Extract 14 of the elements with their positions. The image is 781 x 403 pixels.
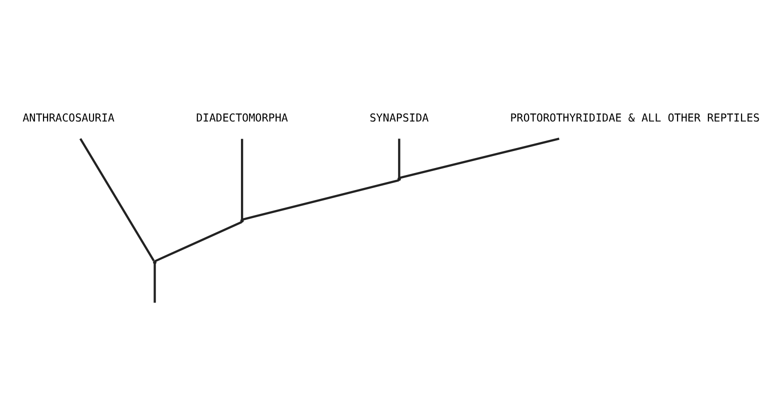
node-text: ANTHRACOSAURIA xyxy=(22,112,114,125)
connector xyxy=(399,138,559,179)
connector xyxy=(78,138,154,262)
node-text: SYNAPSIDA xyxy=(369,112,428,125)
node-text: DIADECTOMORPHA xyxy=(196,112,288,125)
node-text: PROTOROTHYRIDIDAE & ALL OTHER REPTILES xyxy=(510,112,760,125)
connector xyxy=(242,179,399,221)
connector xyxy=(154,220,242,262)
connector xyxy=(153,264,156,303)
connector xyxy=(240,138,243,220)
connector xyxy=(398,138,400,178)
node-point xyxy=(152,260,156,264)
node-point xyxy=(396,177,400,181)
node-point xyxy=(240,219,244,222)
